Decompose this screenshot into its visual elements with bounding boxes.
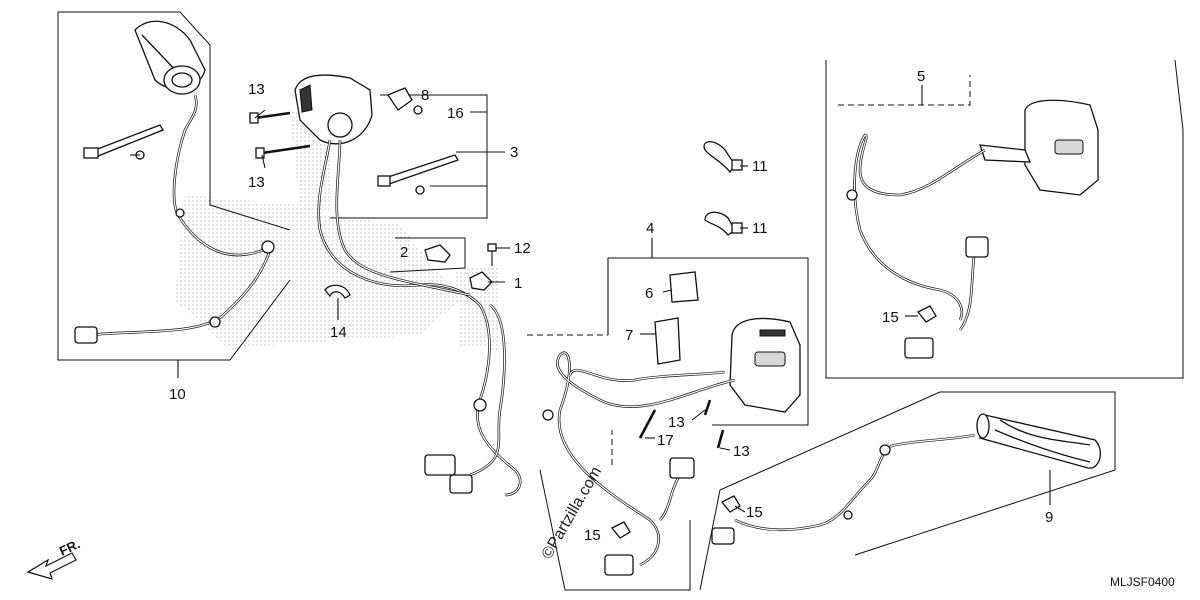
callout-5: 5 (917, 68, 925, 85)
callout-12: 12 (514, 240, 531, 257)
direction-label: FR. (57, 536, 82, 558)
callout-13-switch: 13 (668, 414, 685, 431)
harness-group-10 (74, 94, 275, 344)
shaded-area-left (175, 195, 460, 350)
group-2-frame (389, 237, 466, 273)
group-10-frame (57, 11, 291, 361)
clamp-1 (469, 271, 493, 291)
callout-11-lower: 11 (752, 220, 768, 237)
clamp-14 (324, 284, 351, 299)
clip-15-bottom-right (720, 495, 741, 513)
drawing-code: MLJSF0400 (1110, 575, 1175, 589)
grip-9 (711, 413, 1101, 545)
callout-2: 2 (400, 244, 408, 261)
bolt-12 (487, 243, 497, 266)
callout-10: 10 (169, 386, 186, 403)
switch-housing-4 (638, 271, 801, 449)
harness-switch-4 (542, 351, 736, 576)
clip-15-right (916, 305, 937, 323)
clip-11-upper (703, 141, 743, 174)
clip-8 (387, 87, 423, 115)
callout-15-bottom-right: 15 (746, 504, 763, 521)
callout-13-lower: 13 (733, 443, 750, 460)
callout-8: 8 (421, 87, 429, 104)
main-harness (424, 303, 522, 497)
callout-4: 4 (646, 220, 654, 237)
callout-13-mid: 13 (248, 174, 265, 191)
callout-16: 16 (447, 105, 464, 122)
group-16-frame (330, 94, 505, 219)
callout-13-top: 13 (248, 81, 265, 98)
callout-15-bottom: 15 (584, 527, 601, 544)
direction-arrow: FR. (26, 536, 82, 580)
clip-15-bottom (610, 521, 631, 539)
callout-7: 7 (625, 327, 633, 344)
group-15-frame (539, 430, 691, 591)
switch-housing-5 (846, 99, 1099, 359)
group-9-frame (699, 391, 1116, 591)
cable-tie-left (83, 124, 164, 160)
cable-tie-3 (377, 154, 459, 195)
callout-11-upper: 11 (752, 158, 768, 175)
callout-3: 3 (510, 144, 518, 161)
callout-1: 1 (514, 275, 522, 292)
callout-15-right: 15 (882, 309, 899, 326)
callout-17: 17 (657, 432, 674, 449)
screw-13-top (249, 111, 291, 124)
switch-housing-top (294, 74, 481, 306)
callout-14: 14 (330, 324, 347, 341)
callout-9: 9 (1045, 509, 1053, 526)
clamp-2 (424, 244, 451, 263)
group-4-frame (527, 238, 809, 426)
grip-housing-top-left (134, 20, 206, 95)
clip-11-lower (704, 211, 743, 236)
leader-lines (177, 109, 1051, 513)
screw-13-mid (255, 144, 311, 159)
callout-6: 6 (645, 285, 653, 302)
group-5-frame (825, 59, 1184, 379)
